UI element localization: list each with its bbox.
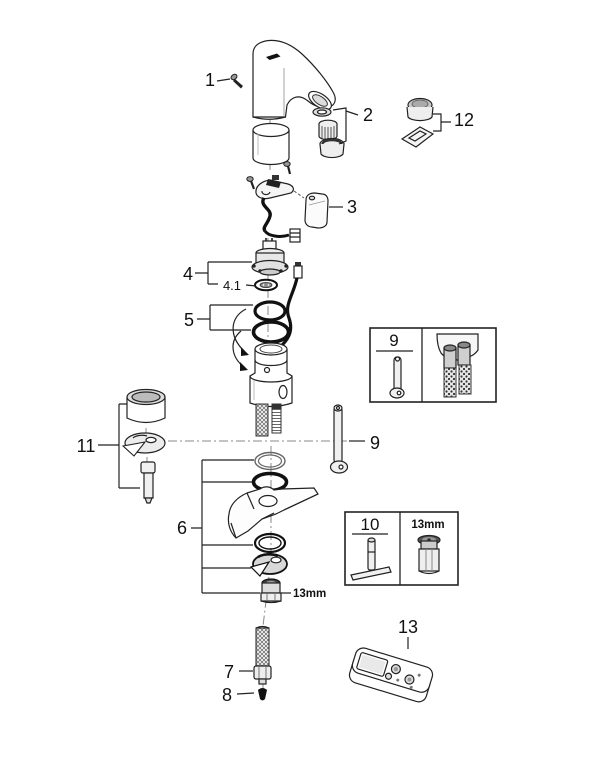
spout-body (252, 39, 336, 120)
callout-3: 3 (329, 197, 357, 217)
callout-7-label: 7 (224, 662, 234, 682)
base-plate (227, 486, 319, 539)
callout-4: 4 (183, 261, 252, 285)
callout-9: 9 (349, 433, 380, 453)
callout-13-label: 13 (398, 617, 418, 637)
part-6-mounting-set (227, 451, 319, 604)
inset-pin-tool-drawing (350, 537, 392, 581)
part-7-supply-hose (253, 625, 272, 685)
callout-8: 8 (222, 685, 255, 705)
inset-box-10-label: 10 (361, 515, 380, 534)
inset-socket-drawing (417, 534, 441, 575)
part-8-filter-tip (258, 688, 267, 701)
callout-4-1-label: 4.1 (223, 278, 241, 293)
part-13-remote-control (348, 647, 434, 703)
part-12-button-and-clip (400, 97, 435, 148)
part-3-battery (304, 192, 329, 229)
inset-box-10: 10 13mm (344, 511, 459, 586)
callout-13: 13 (398, 617, 418, 649)
sensor-cable (261, 197, 272, 233)
callout-6: 6 (177, 459, 260, 594)
callout-8-label: 8 (222, 685, 232, 705)
callout-4-label: 4 (183, 264, 193, 284)
inset-box-9-label: 9 (389, 331, 398, 350)
callout-5: 5 (184, 304, 253, 331)
cable-connector (263, 228, 301, 243)
callout-3-label: 3 (347, 197, 357, 217)
callout-11: 11 (77, 403, 140, 489)
part-4-1-ring (254, 278, 278, 292)
part-4-solenoid (251, 238, 289, 276)
braided-hose-stub (255, 403, 269, 437)
horseshoe-washer (249, 553, 288, 577)
callout-4-1: 4.1 (223, 278, 257, 293)
part-1-screw (230, 73, 243, 89)
callout-6-label: 6 (177, 518, 187, 538)
callout-1: 1 (205, 70, 231, 90)
part-9-rod (329, 404, 349, 474)
callout-12-label: 12 (454, 110, 474, 130)
callout-1-label: 1 (205, 70, 215, 90)
callout-7: 7 (224, 662, 253, 682)
callout-9-label: 9 (370, 433, 380, 453)
callout-11-label: 11 (77, 436, 96, 456)
solenoid-cable (277, 262, 303, 350)
inset-tool-size-label: 13mm (411, 519, 444, 531)
spout-sleeve (252, 122, 290, 166)
valve-tails (255, 403, 282, 437)
inset-rod-drawing (389, 356, 405, 399)
inset-hose-plate-drawing (436, 333, 479, 398)
nut-size-label: 13mm (293, 588, 326, 600)
sensor-bracket-assembly (246, 161, 305, 233)
sensor-window (266, 53, 281, 60)
callout-2: 2 (332, 105, 373, 145)
callout-2-label: 2 (363, 105, 373, 125)
part-2-aerator (312, 107, 345, 159)
valve-body (249, 342, 293, 408)
mounting-nut (260, 578, 282, 604)
callout-5-label: 5 (184, 310, 194, 330)
callout-13mm-nut: 13mm (281, 588, 326, 600)
callout-12: 12 (433, 110, 474, 132)
inset-box-9: 9 (369, 327, 497, 403)
part-11-fixation-set (121, 388, 166, 504)
